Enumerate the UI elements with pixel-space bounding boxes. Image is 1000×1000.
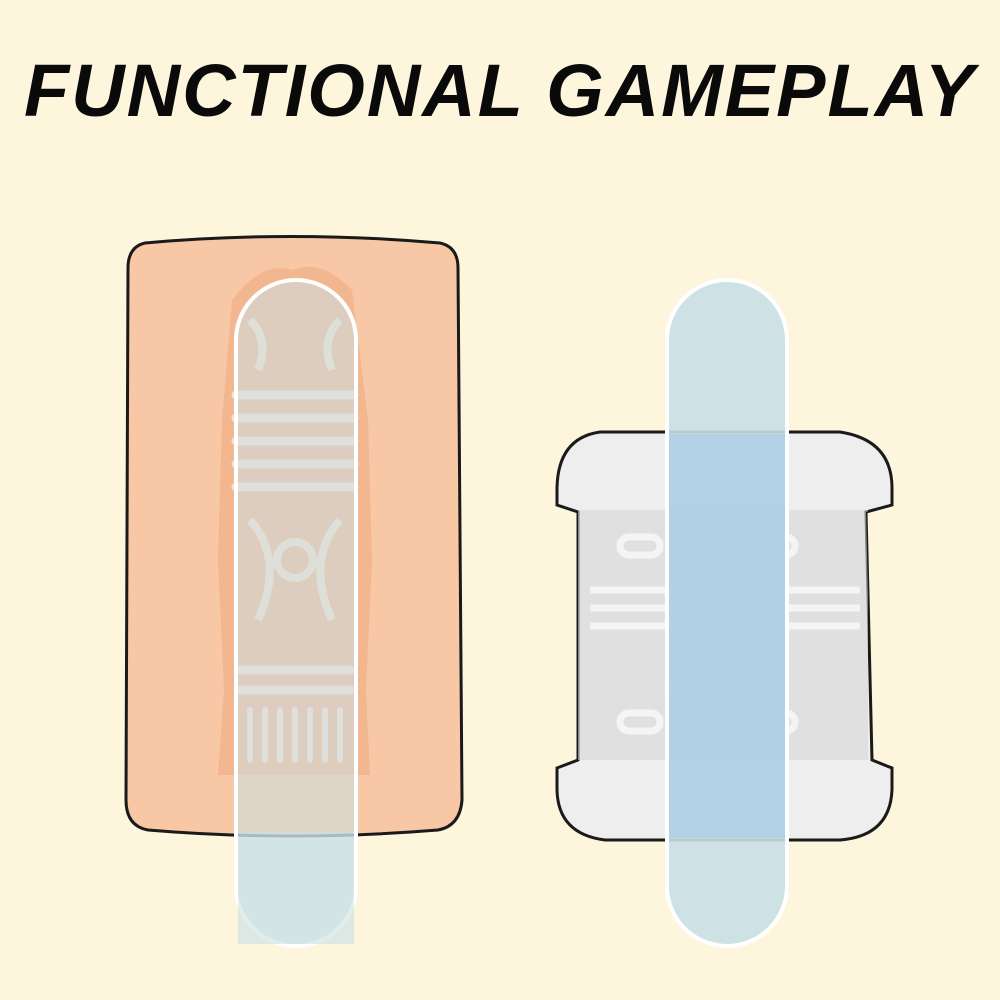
right-rod-inner xyxy=(669,434,785,838)
headline-title: FUNCTIONAL GAMEPLAY xyxy=(23,49,976,132)
left-rod-lower xyxy=(238,832,354,944)
left-rod xyxy=(234,278,358,948)
